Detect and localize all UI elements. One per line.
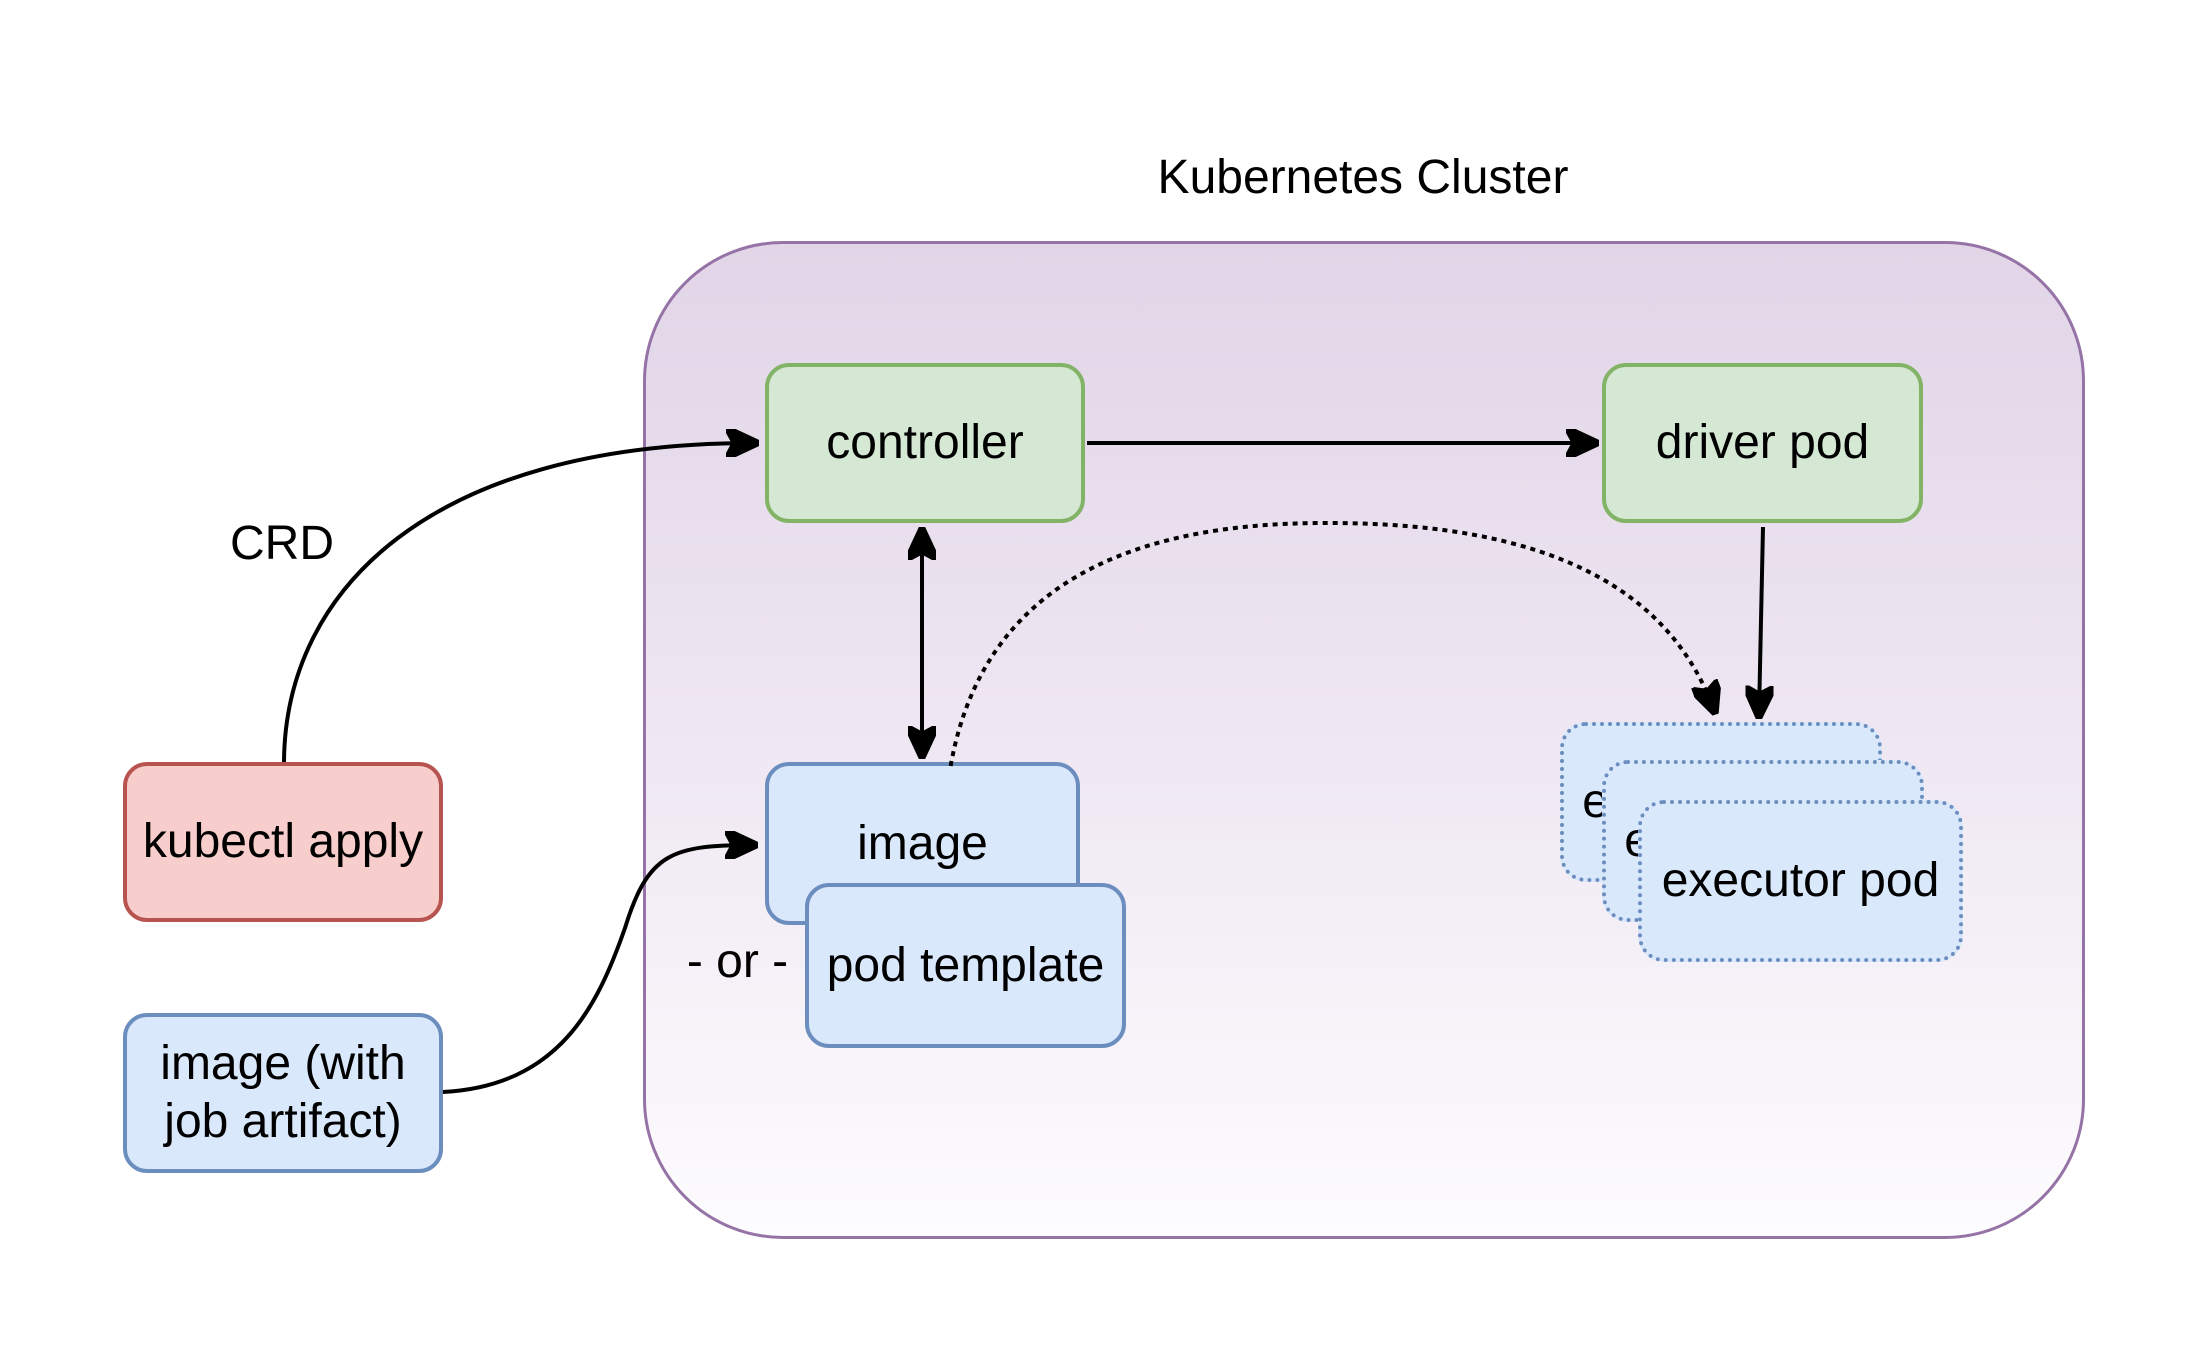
node-image-with-job-artifact-label: image (with job artifact) [160, 1037, 406, 1148]
cluster-title: Kubernetes Cluster [1157, 151, 1569, 204]
node-pod-template: pod template [805, 883, 1126, 1048]
node-driver-pod: driver pod [1602, 363, 1923, 523]
node-controller: controller [765, 363, 1085, 523]
node-executor-pod-front-label: executor pod [1661, 854, 1940, 908]
node-controller-label: controller [826, 416, 1024, 470]
node-driver-pod-label: driver pod [1655, 416, 1870, 470]
node-kubectl-apply-label: kubectl apply [142, 815, 424, 869]
node-kubectl-apply: kubectl apply [123, 762, 443, 922]
node-executor-pod-front: executor pod [1638, 800, 1963, 962]
edge-label-crd: CRD [230, 517, 334, 570]
node-pod-template-label: pod template [826, 938, 1105, 992]
node-image-with-job-artifact: image (with job artifact) [123, 1013, 443, 1173]
node-image-label: image [857, 816, 988, 870]
edge-label-or: - or - [686, 935, 789, 988]
